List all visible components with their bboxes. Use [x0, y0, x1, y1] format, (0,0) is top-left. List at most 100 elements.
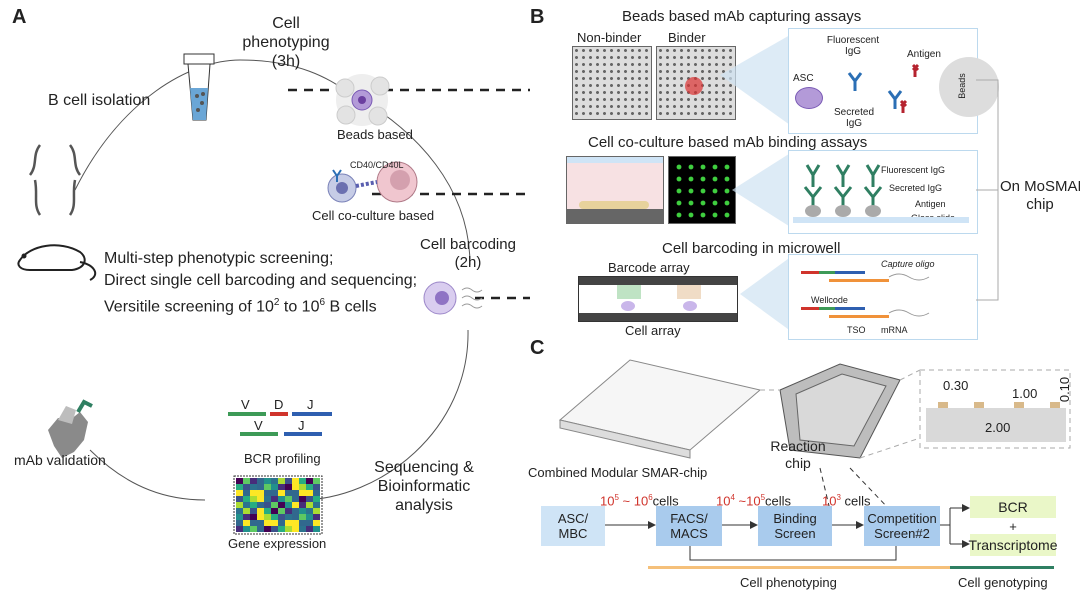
fluorescent-igg2-label: Fluorescent IgG — [881, 165, 946, 175]
barcoding-cell-icon — [423, 281, 483, 315]
vdj-v1: V — [241, 397, 250, 412]
heatmap-cell — [264, 496, 271, 502]
heatmap-cell — [292, 526, 299, 532]
gene-expression-label: Gene expression — [228, 536, 327, 551]
fluorescence-micrograph — [668, 156, 736, 224]
heatmap-cell — [257, 496, 264, 502]
cell-barcoding-label: Cell barcoding (2h) — [420, 236, 516, 271]
heatmap-cell — [278, 502, 285, 508]
microwell-diagram — [578, 276, 738, 322]
heatmap-cell — [278, 514, 285, 520]
heatmap-cell — [236, 514, 243, 520]
heatmap-cell — [292, 508, 299, 514]
heatmap-cell — [264, 526, 271, 532]
heatmap-cell — [271, 484, 278, 490]
heatmap-cell — [264, 490, 271, 496]
heatmap-cell — [278, 526, 285, 532]
heatmap-cell — [292, 502, 299, 508]
vdj-segments — [228, 412, 332, 436]
heatmap-cell — [292, 496, 299, 502]
heatmap-cell — [250, 484, 257, 490]
wellcode-label: Wellcode — [811, 295, 848, 305]
heatmap-cell — [313, 490, 320, 496]
heatmap-cell — [306, 508, 313, 514]
heatmap-cell — [236, 490, 243, 496]
heatmap-cell — [264, 478, 271, 484]
heatmap-cell — [285, 526, 292, 532]
heatmap-cell — [306, 478, 313, 484]
heatmap-cell — [285, 520, 292, 526]
dim-010: 0.10 — [1057, 376, 1073, 403]
heatmap-cell — [299, 526, 306, 532]
heatmap-cell — [313, 520, 320, 526]
heatmap-cell — [271, 502, 278, 508]
heatmap-cell — [257, 526, 264, 532]
heatmap-cell — [292, 478, 299, 484]
output-bcr: BCR — [970, 496, 1056, 518]
heatmap-cell — [285, 478, 292, 484]
heatmap-cell — [271, 508, 278, 514]
heatmap-cell — [299, 490, 306, 496]
heatmap-cell — [243, 496, 250, 502]
heatmap-cell — [250, 496, 257, 502]
barcode-array-label: Barcode array — [608, 260, 690, 275]
heatmap-cell — [264, 508, 271, 514]
heatmap-cell — [306, 484, 313, 490]
heatmap-cell — [236, 526, 243, 532]
heatmap-cell — [271, 514, 278, 520]
heatmap-cell — [278, 520, 285, 526]
human-body-icon — [28, 144, 82, 216]
heatmap-cell — [292, 490, 299, 496]
heatmap-cell — [278, 508, 285, 514]
antigen-antibody-icons — [803, 164, 883, 217]
heatmap-cell — [313, 496, 320, 502]
heatmap-cell — [292, 514, 299, 520]
assay1-title: Beads based mAb capturing assays — [622, 8, 862, 25]
heatmap-cell — [306, 490, 313, 496]
heatmap-cell — [257, 502, 264, 508]
heatmap-cell — [264, 514, 271, 520]
heatmap-cell — [278, 484, 285, 490]
count-1: 105 ~ 106cells — [600, 493, 679, 509]
heatmap-cell — [264, 502, 271, 508]
oligo-strands — [801, 271, 930, 318]
heatmap-cell — [250, 508, 257, 514]
heatmap-cell — [285, 508, 292, 514]
bead-shape — [939, 57, 999, 117]
mouse-icon — [17, 244, 97, 281]
capture-oligo-label: Capture oligo — [881, 259, 935, 269]
cell-phenotyping-label: Cell phenotyping (3h) — [242, 15, 330, 70]
glass-slide-shape — [793, 217, 969, 223]
heatmap-cell — [299, 514, 306, 520]
mab-validation-label: mAb validation — [14, 452, 106, 468]
heatmap-cell — [299, 484, 306, 490]
tso-label: TSO — [847, 325, 866, 335]
heatmap-cell — [271, 526, 278, 532]
flow-box-facs-macs: FACS/MACS — [656, 506, 722, 546]
heatmap-cell — [271, 520, 278, 526]
dim-200: 2.00 — [985, 420, 1011, 435]
asc-cell-icon — [795, 87, 823, 109]
heatmap-cell — [313, 484, 320, 490]
heatmap-cell — [257, 508, 264, 514]
heatmap-cell — [257, 478, 264, 484]
reaction-chip-drawing — [779, 363, 901, 459]
heatmap-cell — [306, 502, 313, 508]
b-cell-isolation-label: B cell isolation — [48, 92, 151, 109]
antigen-label: Antigen — [907, 49, 941, 60]
heatmap-cell — [250, 478, 257, 484]
heatmap-cell — [257, 514, 264, 520]
heatmap-cell — [250, 490, 257, 496]
heatmap-frame — [233, 475, 323, 535]
cd40-label: CD40/CD40L — [350, 160, 404, 170]
bcr-profiling-label: BCR profiling — [244, 451, 321, 466]
bracket-line — [976, 79, 999, 301]
panel-label-a: A — [12, 6, 27, 28]
heatmap-cell — [236, 508, 243, 514]
heatmap-cell — [250, 520, 257, 526]
asc-label: ASC — [793, 73, 814, 84]
heatmap-cell — [306, 514, 313, 520]
heatmap-cell — [299, 508, 306, 514]
